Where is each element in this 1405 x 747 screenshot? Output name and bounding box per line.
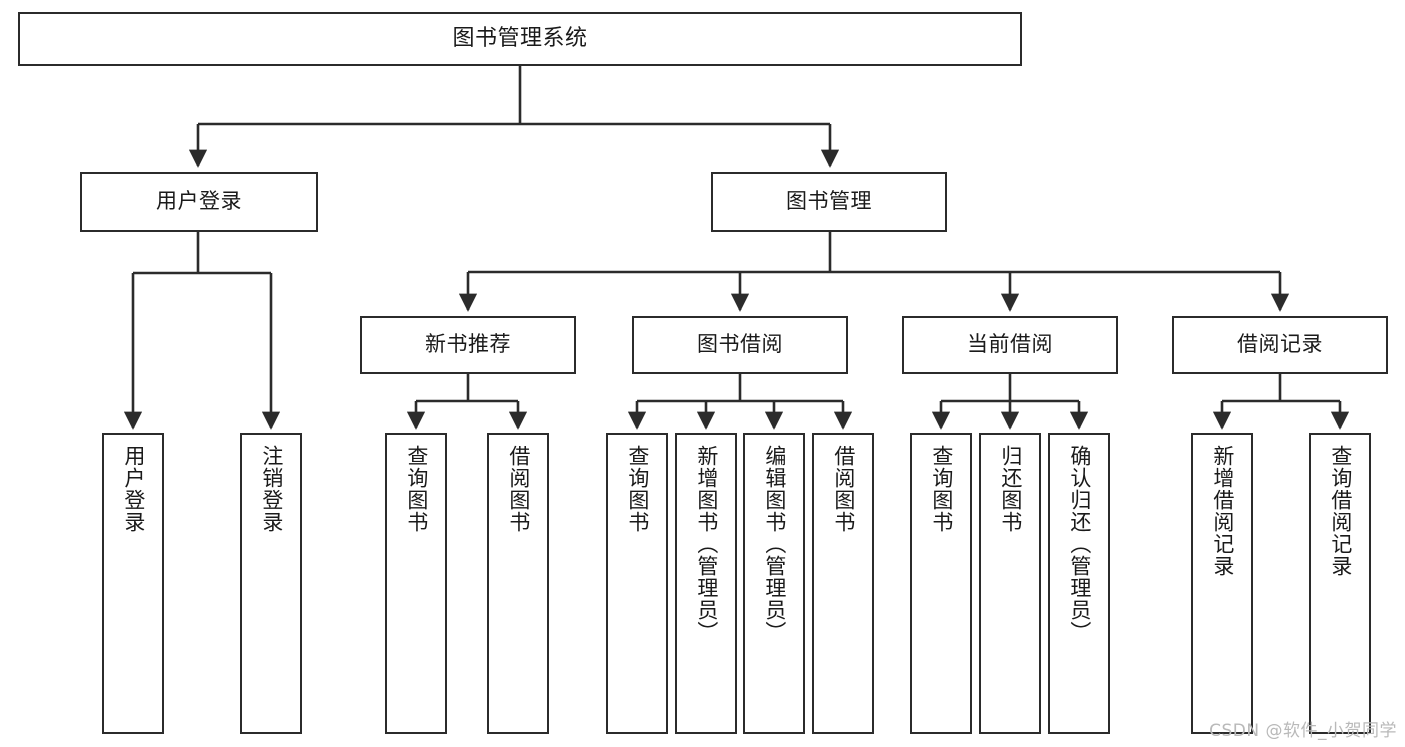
- leaf-label: 查询图书: [929, 445, 954, 533]
- leaf-label: 新增图书（管理员）: [694, 445, 719, 643]
- leaf-label: 新增借阅记录: [1210, 445, 1235, 577]
- leaf-label: 编辑图书（管理员）: [762, 445, 787, 643]
- node-user-login[interactable]: 用户登录: [80, 172, 318, 232]
- leaf-current-confirm-return-admin[interactable]: 确认归还（管理员）: [1048, 433, 1110, 734]
- leaf-label: 注销登录: [259, 445, 284, 533]
- leaf-current-return-book[interactable]: 归还图书: [979, 433, 1041, 734]
- leaf-label: 查询图书: [625, 445, 650, 533]
- leaf-label: 用户登录: [121, 445, 146, 533]
- leaf-record-query-record[interactable]: 查询借阅记录: [1309, 433, 1371, 734]
- watermark-text: CSDN @软件_小贺同学: [1209, 721, 1397, 741]
- leaf-user-logout[interactable]: 注销登录: [240, 433, 302, 734]
- leaf-label: 查询图书: [404, 445, 429, 533]
- leaf-user-login-do[interactable]: 用户登录: [102, 433, 164, 734]
- leaf-borrow-borrow-book[interactable]: 借阅图书: [812, 433, 874, 734]
- node-borrow-record[interactable]: 借阅记录: [1172, 316, 1388, 374]
- node-book-management[interactable]: 图书管理: [711, 172, 947, 232]
- leaf-recommend-borrow-book[interactable]: 借阅图书: [487, 433, 549, 734]
- leaf-label: 借阅图书: [506, 445, 531, 533]
- leaf-current-query-book[interactable]: 查询图书: [910, 433, 972, 734]
- leaf-record-add-record[interactable]: 新增借阅记录: [1191, 433, 1253, 734]
- leaf-label: 归还图书: [998, 445, 1023, 533]
- node-new-book-recommend[interactable]: 新书推荐: [360, 316, 576, 374]
- leaf-label: 确认归还（管理员）: [1067, 445, 1092, 643]
- leaf-borrow-add-book-admin[interactable]: 新增图书（管理员）: [675, 433, 737, 734]
- node-root-system[interactable]: 图书管理系统: [18, 12, 1022, 66]
- node-current-borrow[interactable]: 当前借阅: [902, 316, 1118, 374]
- leaf-label: 借阅图书: [831, 445, 856, 533]
- node-book-borrow[interactable]: 图书借阅: [632, 316, 848, 374]
- leaf-label: 查询借阅记录: [1328, 445, 1353, 577]
- leaf-borrow-query-book[interactable]: 查询图书: [606, 433, 668, 734]
- leaf-borrow-edit-book-admin[interactable]: 编辑图书（管理员）: [743, 433, 805, 734]
- leaf-recommend-query-book[interactable]: 查询图书: [385, 433, 447, 734]
